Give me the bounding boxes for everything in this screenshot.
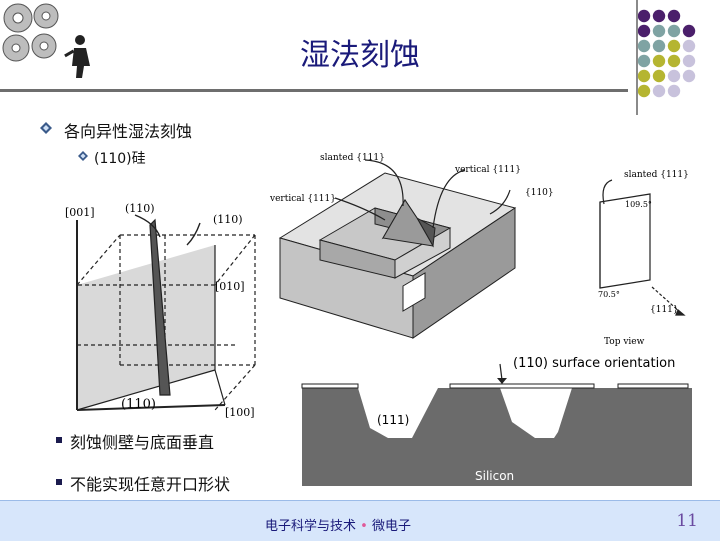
- decorative-dot: [683, 25, 695, 37]
- footer-bar: 电子科学与技术 • 微电子 11: [0, 500, 720, 541]
- footer-department: 微电子: [372, 519, 411, 534]
- label-vertical-111-left: vertical {111}: [269, 194, 336, 204]
- diamond-bullet-icon: [78, 151, 88, 161]
- diamond-bullet-icon: [40, 122, 52, 134]
- label-plane-111: (111): [377, 413, 409, 427]
- plane-label-110-top: (110): [125, 202, 155, 215]
- footer-text: 电子科学与技术 • 微电子: [265, 515, 411, 534]
- label-silicon: Silicon: [475, 469, 514, 483]
- logo: [0, 0, 100, 82]
- page-number: 11: [676, 511, 698, 531]
- plane-label-110-bottom: (110): [121, 397, 156, 412]
- decorative-dot: [638, 40, 650, 52]
- bullet-anisotropic-wet-etch: 各向异性湿法刻蚀: [64, 118, 192, 142]
- square-bullet-icon: [56, 437, 62, 443]
- bullet-vertical-sidewall: 刻蚀侧壁与底面垂直: [70, 429, 214, 453]
- decorative-dot: [668, 70, 680, 82]
- caption-top-view: Top view: [604, 337, 645, 347]
- label-slanted-111: slanted {111}: [320, 153, 385, 163]
- decorative-dot: [638, 55, 650, 67]
- decorative-dot: [653, 40, 665, 52]
- decorative-dot: [668, 55, 680, 67]
- footer-course: 电子科学与技术: [265, 519, 356, 534]
- decorative-dot: [683, 40, 695, 52]
- gear-icon: [3, 4, 58, 61]
- decorative-dot: [638, 85, 650, 97]
- decorative-dot: [683, 55, 695, 67]
- label-slanted-111-top-view: slanted {111}: [624, 170, 689, 180]
- footer-separator: •: [360, 519, 368, 534]
- isometric-etch-diagram: slanted {111} vertical {111} vertical {1…: [265, 148, 570, 348]
- decorative-dot: [653, 10, 665, 22]
- decorative-dot: [683, 70, 695, 82]
- label-angle-109: 109.5°: [625, 200, 652, 209]
- label-axis-111: {111}: [650, 305, 679, 315]
- decorative-dot: [668, 85, 680, 97]
- crystal-plane-cube-diagram: [001] (110) (110) [010] (110) [100]: [55, 195, 270, 420]
- label-vertical-111-top: vertical {111}: [454, 165, 521, 175]
- title-divider: [0, 89, 628, 92]
- label-angle-70: 70.5°: [598, 290, 620, 299]
- axis-label-100: [100]: [225, 406, 255, 419]
- decorative-dot: [653, 70, 665, 82]
- decorative-dot: [653, 85, 665, 97]
- decorative-dot: [668, 25, 680, 37]
- label-surface-orientation: (110) surface orientation: [513, 356, 675, 371]
- decorative-dot: [638, 25, 650, 37]
- sub-bullet-110-silicon: (110)硅: [94, 148, 146, 168]
- decorative-dot: [668, 10, 680, 22]
- decorative-dot: [653, 55, 665, 67]
- decorative-dot: [638, 70, 650, 82]
- decorative-dot-grid: [634, 8, 718, 108]
- square-bullet-icon: [56, 479, 62, 485]
- decorative-dot: [668, 40, 680, 52]
- decorative-dot: [638, 10, 650, 22]
- axis-label-010: [010]: [215, 280, 245, 293]
- axis-label-001: [001]: [65, 206, 95, 219]
- bullet-no-arbitrary-opening: 不能实现任意开口形状: [70, 471, 230, 495]
- top-view-diagram: slanted {111} 109.5° 70.5° {111} Top vie…: [590, 162, 702, 347]
- title-vertical-divider: [636, 0, 638, 115]
- plane-label-110-right: (110): [213, 213, 243, 226]
- label-plane-110: {110}: [525, 188, 554, 198]
- figure-icon: [64, 35, 90, 78]
- decorative-dot: [653, 25, 665, 37]
- slide-title: 湿法刻蚀: [230, 30, 490, 74]
- silicon-cross-section-diagram: (110) surface orientation (111) Silicon: [300, 350, 694, 490]
